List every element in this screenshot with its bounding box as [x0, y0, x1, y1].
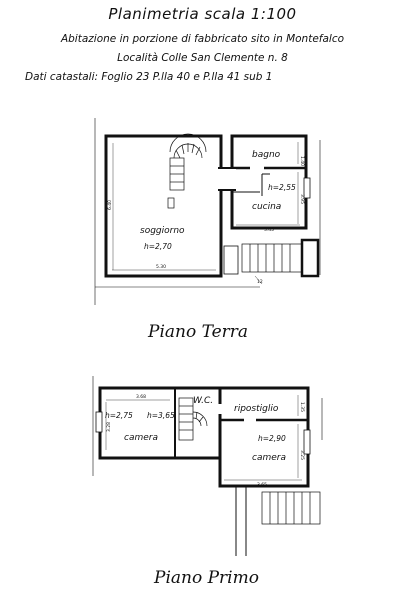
- room-camera2: camera: [252, 453, 286, 463]
- dim-label: 3.65: [257, 482, 267, 488]
- room-bagno: bagno: [252, 150, 281, 160]
- soggiorno-walls: [104, 134, 223, 278]
- dim-label: 6.40: [107, 200, 113, 210]
- room-wc: W.C.: [193, 396, 213, 406]
- address-line: Località Colle San Clemente n. 8: [117, 52, 288, 64]
- external-staircase-icon: [241, 238, 320, 278]
- dim-label: 3.95: [299, 194, 305, 204]
- description-line: Abitazione in porzione di fabbricato sit…: [60, 33, 345, 45]
- ground-floor-plan: [94, 118, 321, 305]
- room-camera1: camera: [124, 433, 158, 443]
- dim-label: 3.28: [106, 422, 112, 432]
- external-staircase-icon: [235, 486, 321, 556]
- height-camera2: h=2,90: [258, 434, 286, 443]
- height-cucina: h=2,55: [268, 183, 296, 192]
- dim-label: 3.25: [299, 450, 305, 460]
- dim-label: 3.68: [136, 394, 146, 400]
- dim-label: 3.45: [264, 227, 274, 233]
- spiral-staircase-icon: [178, 397, 208, 441]
- height-soggiorno: h=2,70: [144, 242, 172, 251]
- room-soggiorno: soggiorno: [140, 226, 185, 236]
- first-floor-label: Piano Primo: [154, 568, 259, 588]
- dim-label: 1.35: [299, 402, 305, 412]
- cadastral-line: Dati catastali: Foglio 23 P.lla 40 e P.l…: [25, 71, 273, 83]
- dim-label: 12: [257, 279, 263, 285]
- height-wc: h=3,65: [147, 411, 175, 420]
- room-ripostiglio: ripostiglio: [234, 404, 279, 414]
- room-cucina: cucina: [252, 202, 281, 212]
- height-camera1: h=2,75: [105, 411, 133, 420]
- plan-title: Planimetria scala 1:100: [108, 5, 297, 23]
- dim-label: 5.30: [156, 264, 166, 270]
- first-floor-plan: [92, 376, 323, 556]
- spiral-staircase-icon: [167, 133, 207, 209]
- dim-label: 1.40: [299, 156, 305, 166]
- ground-floor-label: Piano Terra: [148, 322, 249, 342]
